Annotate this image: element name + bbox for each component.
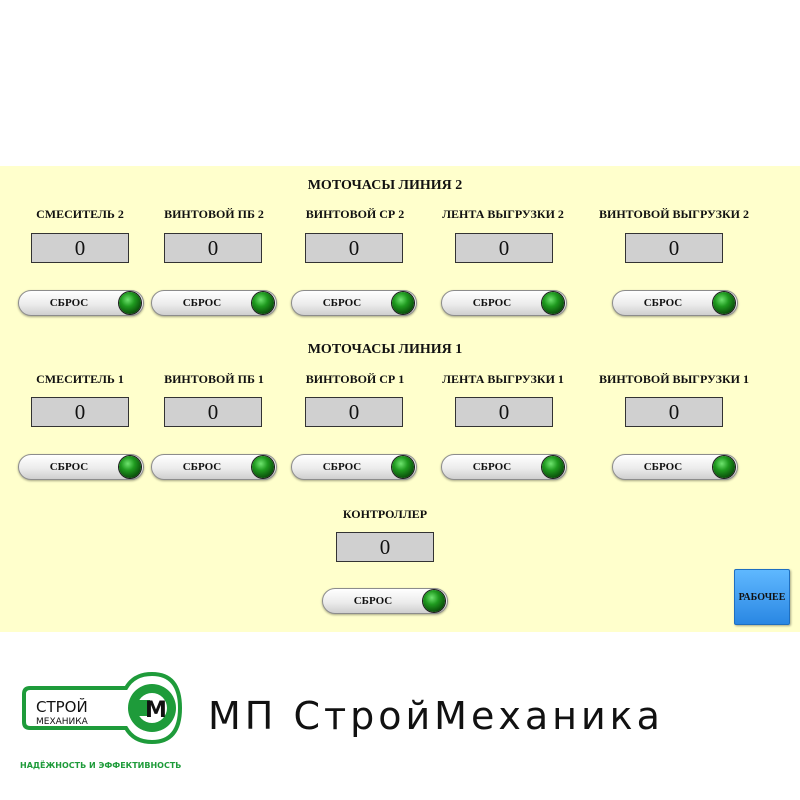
- line1-title: МОТОЧАСЫ ЛИНИЯ 1: [307, 342, 463, 357]
- line1-unload-screw-reset-button[interactable]: СБРОС: [612, 454, 738, 480]
- line2-screw-sr-counter: 0: [305, 233, 403, 263]
- line1-screw-sr-counter: 0: [305, 397, 403, 427]
- line1-unload-screw-counter: 0: [625, 397, 723, 427]
- logo-text-line1: СТРОЙ: [36, 697, 88, 716]
- reset-button-label: СБРОС: [182, 461, 222, 473]
- line1-screw-pb-label: ВИНТОВОЙ ПБ 1: [164, 372, 264, 386]
- line2-belt-counter: 0: [455, 233, 553, 263]
- line2-screw-pb-label: ВИНТОВОЙ ПБ 2: [164, 207, 264, 221]
- status-lamp-icon: [713, 292, 735, 314]
- work-mode-button[interactable]: РАБОЧЕЕ: [734, 569, 790, 625]
- status-lamp-icon: [252, 292, 274, 314]
- status-lamp-icon: [392, 456, 414, 478]
- line2-screw-sr-reset-button[interactable]: СБРОС: [291, 290, 417, 316]
- controller-label: КОНТРОЛЛЕР: [342, 507, 428, 521]
- reset-button-label: СБРОС: [472, 297, 512, 309]
- status-lamp-icon: [542, 456, 564, 478]
- status-lamp-icon: [713, 456, 735, 478]
- line2-screw-sr-label: ВИНТОВОЙ СР 2: [305, 207, 405, 221]
- company-name: МП СтройМеханика: [208, 694, 664, 738]
- line2-unload-screw-label: ВИНТОВОЙ ВЫГРУЗКИ 2: [599, 207, 749, 221]
- status-lamp-icon: [119, 292, 141, 314]
- line1-mixer-reset-button[interactable]: СБРОС: [18, 454, 144, 480]
- logo-letter: М: [145, 698, 167, 723]
- logo-slogan: НАДЁЖНОСТЬ И ЭФФЕКТИВНОСТЬ: [20, 760, 181, 770]
- line2-belt-label: ЛЕНТА ВЫГРУЗКИ 2: [442, 207, 564, 221]
- line1-screw-sr-reset-button[interactable]: СБРОС: [291, 454, 417, 480]
- reset-button-label: СБРОС: [353, 595, 393, 607]
- reset-button-label: СБРОС: [182, 297, 222, 309]
- line1-screw-pb-counter: 0: [164, 397, 262, 427]
- reset-button-label: СБРОС: [322, 461, 362, 473]
- status-lamp-icon: [119, 456, 141, 478]
- line1-mixer-label: СМЕСИТЕЛЬ 1: [36, 372, 124, 386]
- status-lamp-icon: [252, 456, 274, 478]
- line1-belt-counter: 0: [455, 397, 553, 427]
- reset-button-label: СБРОС: [643, 297, 683, 309]
- line1-screw-pb-reset-button[interactable]: СБРОС: [151, 454, 277, 480]
- line1-belt-label: ЛЕНТА ВЫГРУЗКИ 1: [442, 372, 564, 386]
- line2-belt-reset-button[interactable]: СБРОС: [441, 290, 567, 316]
- status-lamp-icon: [423, 590, 445, 612]
- controller-reset-button[interactable]: СБРОС: [322, 588, 448, 614]
- line2-mixer-label: СМЕСИТЕЛЬ 2: [36, 207, 124, 221]
- reset-button-label: СБРОС: [472, 461, 512, 473]
- line2-mixer-counter: 0: [31, 233, 129, 263]
- line2-unload-screw-reset-button[interactable]: СБРОС: [612, 290, 738, 316]
- line1-belt-reset-button[interactable]: СБРОС: [441, 454, 567, 480]
- line1-screw-sr-label: ВИНТОВОЙ СР 1: [305, 372, 405, 386]
- line2-screw-pb-reset-button[interactable]: СБРОС: [151, 290, 277, 316]
- status-lamp-icon: [542, 292, 564, 314]
- reset-button-label: СБРОС: [643, 461, 683, 473]
- line2-mixer-reset-button[interactable]: СБРОС: [18, 290, 144, 316]
- controller-counter: 0: [336, 532, 434, 562]
- line2-screw-pb-counter: 0: [164, 233, 262, 263]
- line2-title: МОТОЧАСЫ ЛИНИЯ 2: [307, 178, 463, 193]
- line1-mixer-counter: 0: [31, 397, 129, 427]
- logo-text-line2: МЕХАНИКА: [36, 717, 89, 727]
- line1-unload-screw-label: ВИНТОВОЙ ВЫГРУЗКИ 1: [599, 372, 749, 386]
- reset-button-label: СБРОС: [322, 297, 362, 309]
- reset-button-label: СБРОС: [49, 297, 89, 309]
- line2-unload-screw-counter: 0: [625, 233, 723, 263]
- status-lamp-icon: [392, 292, 414, 314]
- company-logo: М СТРОЙ МЕХАНИКА НАДЁЖНОСТЬ И ЭФФЕКТИВНО…: [20, 671, 183, 770]
- reset-button-label: СБРОС: [49, 461, 89, 473]
